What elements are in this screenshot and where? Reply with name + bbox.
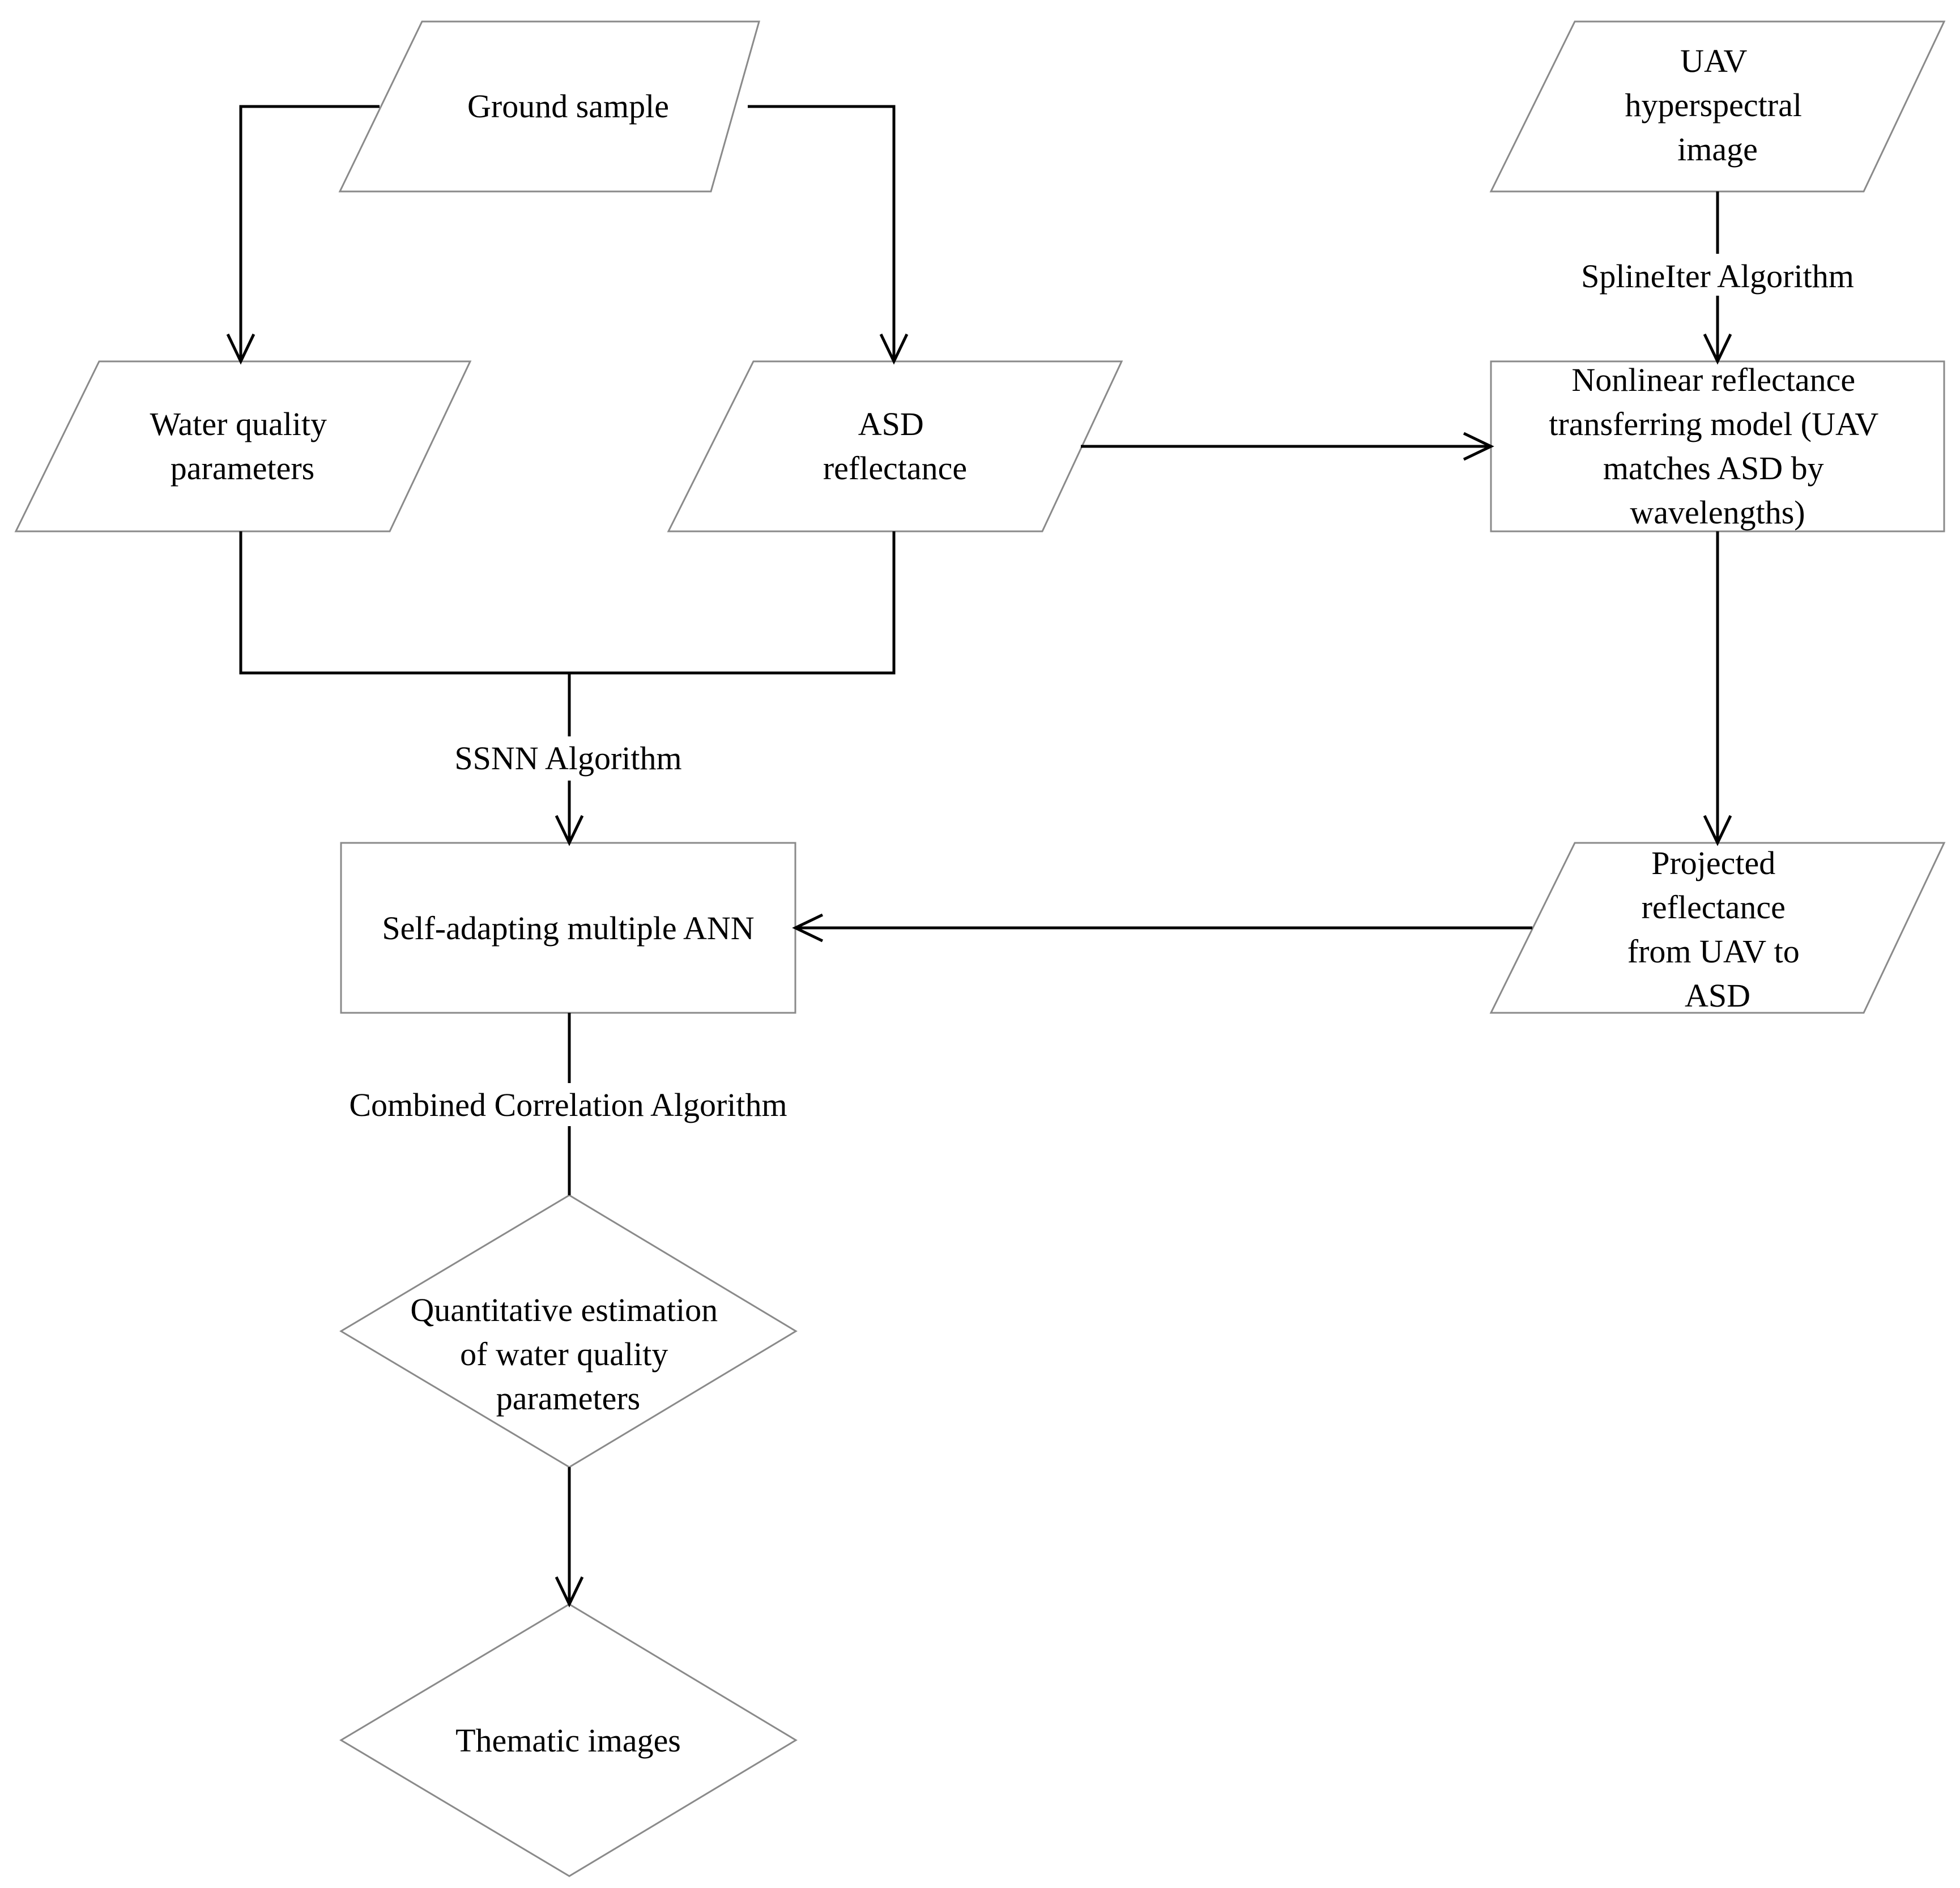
asd-reflectance-node xyxy=(667,360,1123,532)
water-quality-params-node xyxy=(14,360,472,532)
uav-image-label: UAV hyperspectral image xyxy=(1625,42,1810,168)
combined-correlation-edge-label: Combined Correlation Algorithm xyxy=(349,1086,787,1123)
merge-connector xyxy=(239,531,896,675)
nonlinear-model-label: Nonlinear reflectance transferring model… xyxy=(1549,361,1886,531)
water-quality-params-label: Water quality parameters xyxy=(150,406,335,487)
estimation-to-thematic-arrowhead xyxy=(555,1576,584,1608)
uav-to-nonlinear-arrowhead xyxy=(1703,333,1732,365)
merge-to-ann-arrowhead xyxy=(555,815,584,846)
ground-sample-node xyxy=(338,20,760,193)
quantitative-estimation-label: Quantitative estimation of water quality… xyxy=(410,1292,726,1417)
nonlinear-to-projected-arrowhead xyxy=(1703,815,1732,846)
ground-to-water-quality-connector xyxy=(239,105,380,361)
ground-to-asd-arrowhead xyxy=(879,333,909,365)
self-adapting-ann-label: Self-adapting multiple ANN xyxy=(382,910,754,947)
projected-to-ann-arrowhead xyxy=(792,913,824,943)
ground-to-water-quality-arrowhead xyxy=(226,333,255,365)
projected-reflectance-node xyxy=(1489,842,1946,1014)
thematic-images-label: Thematic images xyxy=(455,1722,681,1759)
asd-reflectance-label: ASD reflectance xyxy=(823,406,967,487)
splineiter-edge-label: SplineIter Algorithm xyxy=(1581,258,1854,295)
ground-sample-label: Ground sample xyxy=(467,88,669,125)
uav-image-node xyxy=(1489,20,1946,193)
ssnn-edge-label: SSNN Algorithm xyxy=(454,740,681,777)
nonlinear-model-node xyxy=(1490,360,1945,532)
thematic-images-node xyxy=(339,1603,798,1877)
projected-reflectance-label: Projected reflectance from UAV to ASD xyxy=(1627,845,1808,1014)
ground-to-asd-connector xyxy=(748,105,896,361)
quantitative-estimation-node xyxy=(339,1194,798,1468)
asd-to-nonlinear-arrowhead xyxy=(1463,432,1494,461)
